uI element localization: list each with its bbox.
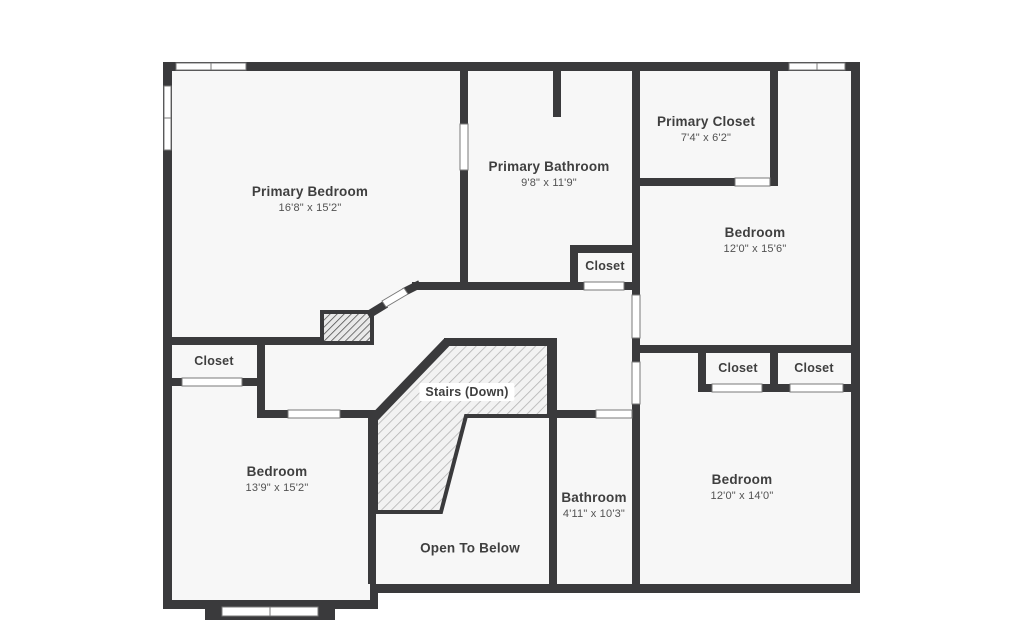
room-label-primary-closet: Primary Closet 7'4" x 6'2" xyxy=(657,114,755,144)
room-name: Bedroom xyxy=(724,225,786,240)
room-label-left-closet: Closet xyxy=(194,354,233,368)
door-opening-angled xyxy=(381,287,409,308)
door-opening xyxy=(711,383,763,393)
room-label-closet-right-2: Closet xyxy=(794,361,833,375)
room-name: Closet xyxy=(794,361,834,375)
door-opening xyxy=(287,409,341,419)
room-label-primary-bedroom: Primary Bedroom 16'8" x 15'2" xyxy=(252,184,368,214)
room-dims: 4'11" x 10'3" xyxy=(562,508,626,520)
room-name: Primary Bedroom xyxy=(251,184,369,199)
door-openings xyxy=(181,123,844,419)
room-label-bedroom-upper-right: Bedroom 12'0" x 15'6" xyxy=(724,225,787,255)
stairs-label: Stairs (Down) xyxy=(419,383,515,401)
room-name: Primary Closet xyxy=(656,114,756,129)
open-to-below-text: Open To Below xyxy=(420,540,520,556)
room-name: Closet xyxy=(585,259,625,273)
room-label-bedroom-lower-left: Bedroom 13'9" x 15'2" xyxy=(246,464,309,494)
door-opening xyxy=(181,377,243,387)
stairs-text: Stairs (Down) xyxy=(419,383,515,401)
room-name: Bathroom xyxy=(561,490,627,505)
window xyxy=(175,62,247,71)
room-dims: 12'0" x 15'6" xyxy=(723,243,787,255)
door-opening xyxy=(734,177,771,187)
room-label-closet-right-1: Closet xyxy=(718,361,757,375)
room-name: Closet xyxy=(194,354,234,368)
window xyxy=(221,606,319,617)
room-dims: 16'8" x 15'2" xyxy=(278,202,342,214)
windows xyxy=(163,62,846,617)
room-dims: 13'9" x 15'2" xyxy=(245,482,309,494)
room-name: Bedroom xyxy=(711,472,773,487)
window xyxy=(788,62,846,71)
door-opening xyxy=(631,294,641,339)
door-opening xyxy=(595,409,633,419)
door-opening xyxy=(583,281,625,291)
chase-hatch xyxy=(320,310,374,345)
room-label-hall-closet: Closet xyxy=(585,259,624,273)
open-to-below-label: Open To Below xyxy=(420,541,520,556)
room-name: Closet xyxy=(718,361,758,375)
room-name: Bedroom xyxy=(246,464,308,479)
room-label-bedroom-lower-right: Bedroom 12'0" x 14'0" xyxy=(711,472,774,502)
room-label-primary-bathroom: Primary Bathroom 9'8" x 11'9" xyxy=(489,159,610,189)
door-opening xyxy=(789,383,844,393)
floor-area xyxy=(167,66,856,606)
room-dims: 7'4" x 6'2" xyxy=(680,132,732,144)
walls xyxy=(163,62,860,620)
room-label-bathroom: Bathroom 4'11" x 10'3" xyxy=(561,490,626,520)
room-dims: 9'8" x 11'9" xyxy=(521,177,577,189)
room-name: Primary Bathroom xyxy=(488,159,610,174)
door-opening xyxy=(459,123,469,171)
window xyxy=(163,85,172,151)
room-dims: 12'0" x 14'0" xyxy=(710,490,774,502)
door-opening xyxy=(631,361,641,405)
